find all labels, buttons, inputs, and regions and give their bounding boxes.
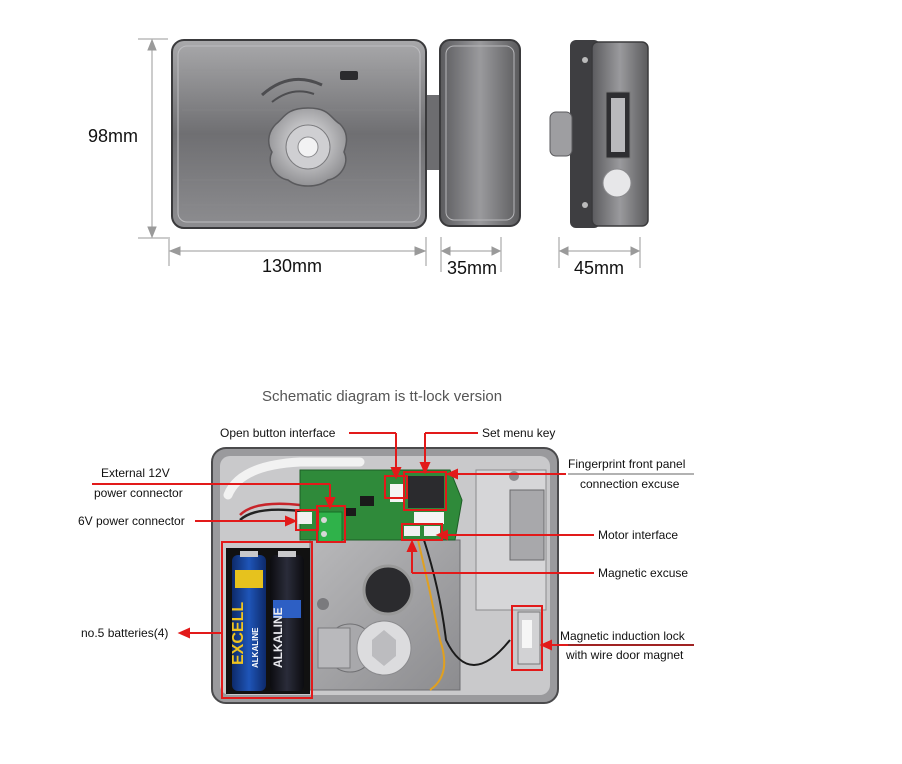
dimension-depth-profile-label: 45mm	[574, 258, 625, 278]
dimension-height-label: 98mm	[88, 126, 139, 146]
battery-excell-icon	[232, 551, 266, 691]
lock-internal-photo	[211, 447, 559, 704]
dimension-lines	[138, 38, 641, 272]
callout-batteries: no.5 batteries(4)	[81, 626, 169, 640]
callout-arrows	[92, 432, 694, 651]
battery-type-text-2: ALKALINE	[271, 607, 285, 668]
battery-alkaline-icon	[270, 551, 304, 691]
label-underlines	[568, 473, 694, 646]
callout-set-menu: Set menu key	[482, 426, 556, 440]
callout-motor-interface: Motor interface	[598, 528, 679, 542]
knob-icon	[268, 107, 348, 187]
callout-open-button: Open button interface	[220, 426, 336, 440]
dimension-depth-side-label: 35mm	[447, 258, 498, 278]
dimension-width-label: 130mm	[262, 256, 323, 276]
pcb-board	[298, 469, 463, 543]
logo-icon	[261, 77, 323, 97]
callout-fingerprint-line1: Fingerprint front panel	[568, 457, 686, 471]
battery-brand-text: EXCELL	[230, 602, 247, 665]
callout-magnetic-excuse: Magnetic excuse	[598, 566, 689, 580]
indicator-light-icon	[340, 71, 358, 80]
lock-front-view	[171, 39, 444, 229]
battery-type-text: ALKALINE	[251, 627, 260, 668]
lock-side-view	[439, 39, 521, 227]
callout-induction-line1: Magnetic induction lock	[560, 629, 685, 643]
callout-fingerprint-line2: connection excuse	[580, 477, 680, 491]
battery-pack	[226, 548, 310, 694]
schematic-heading: Schematic diagram is tt-lock version	[262, 388, 503, 405]
callout-external-power-line1: External 12V	[101, 466, 170, 480]
callout-6v-power: 6V power connector	[78, 514, 185, 528]
callout-external-power-line2: power connector	[94, 486, 183, 500]
lock-profile-view	[549, 40, 649, 228]
callout-induction-line2: with wire door magnet	[566, 648, 684, 662]
